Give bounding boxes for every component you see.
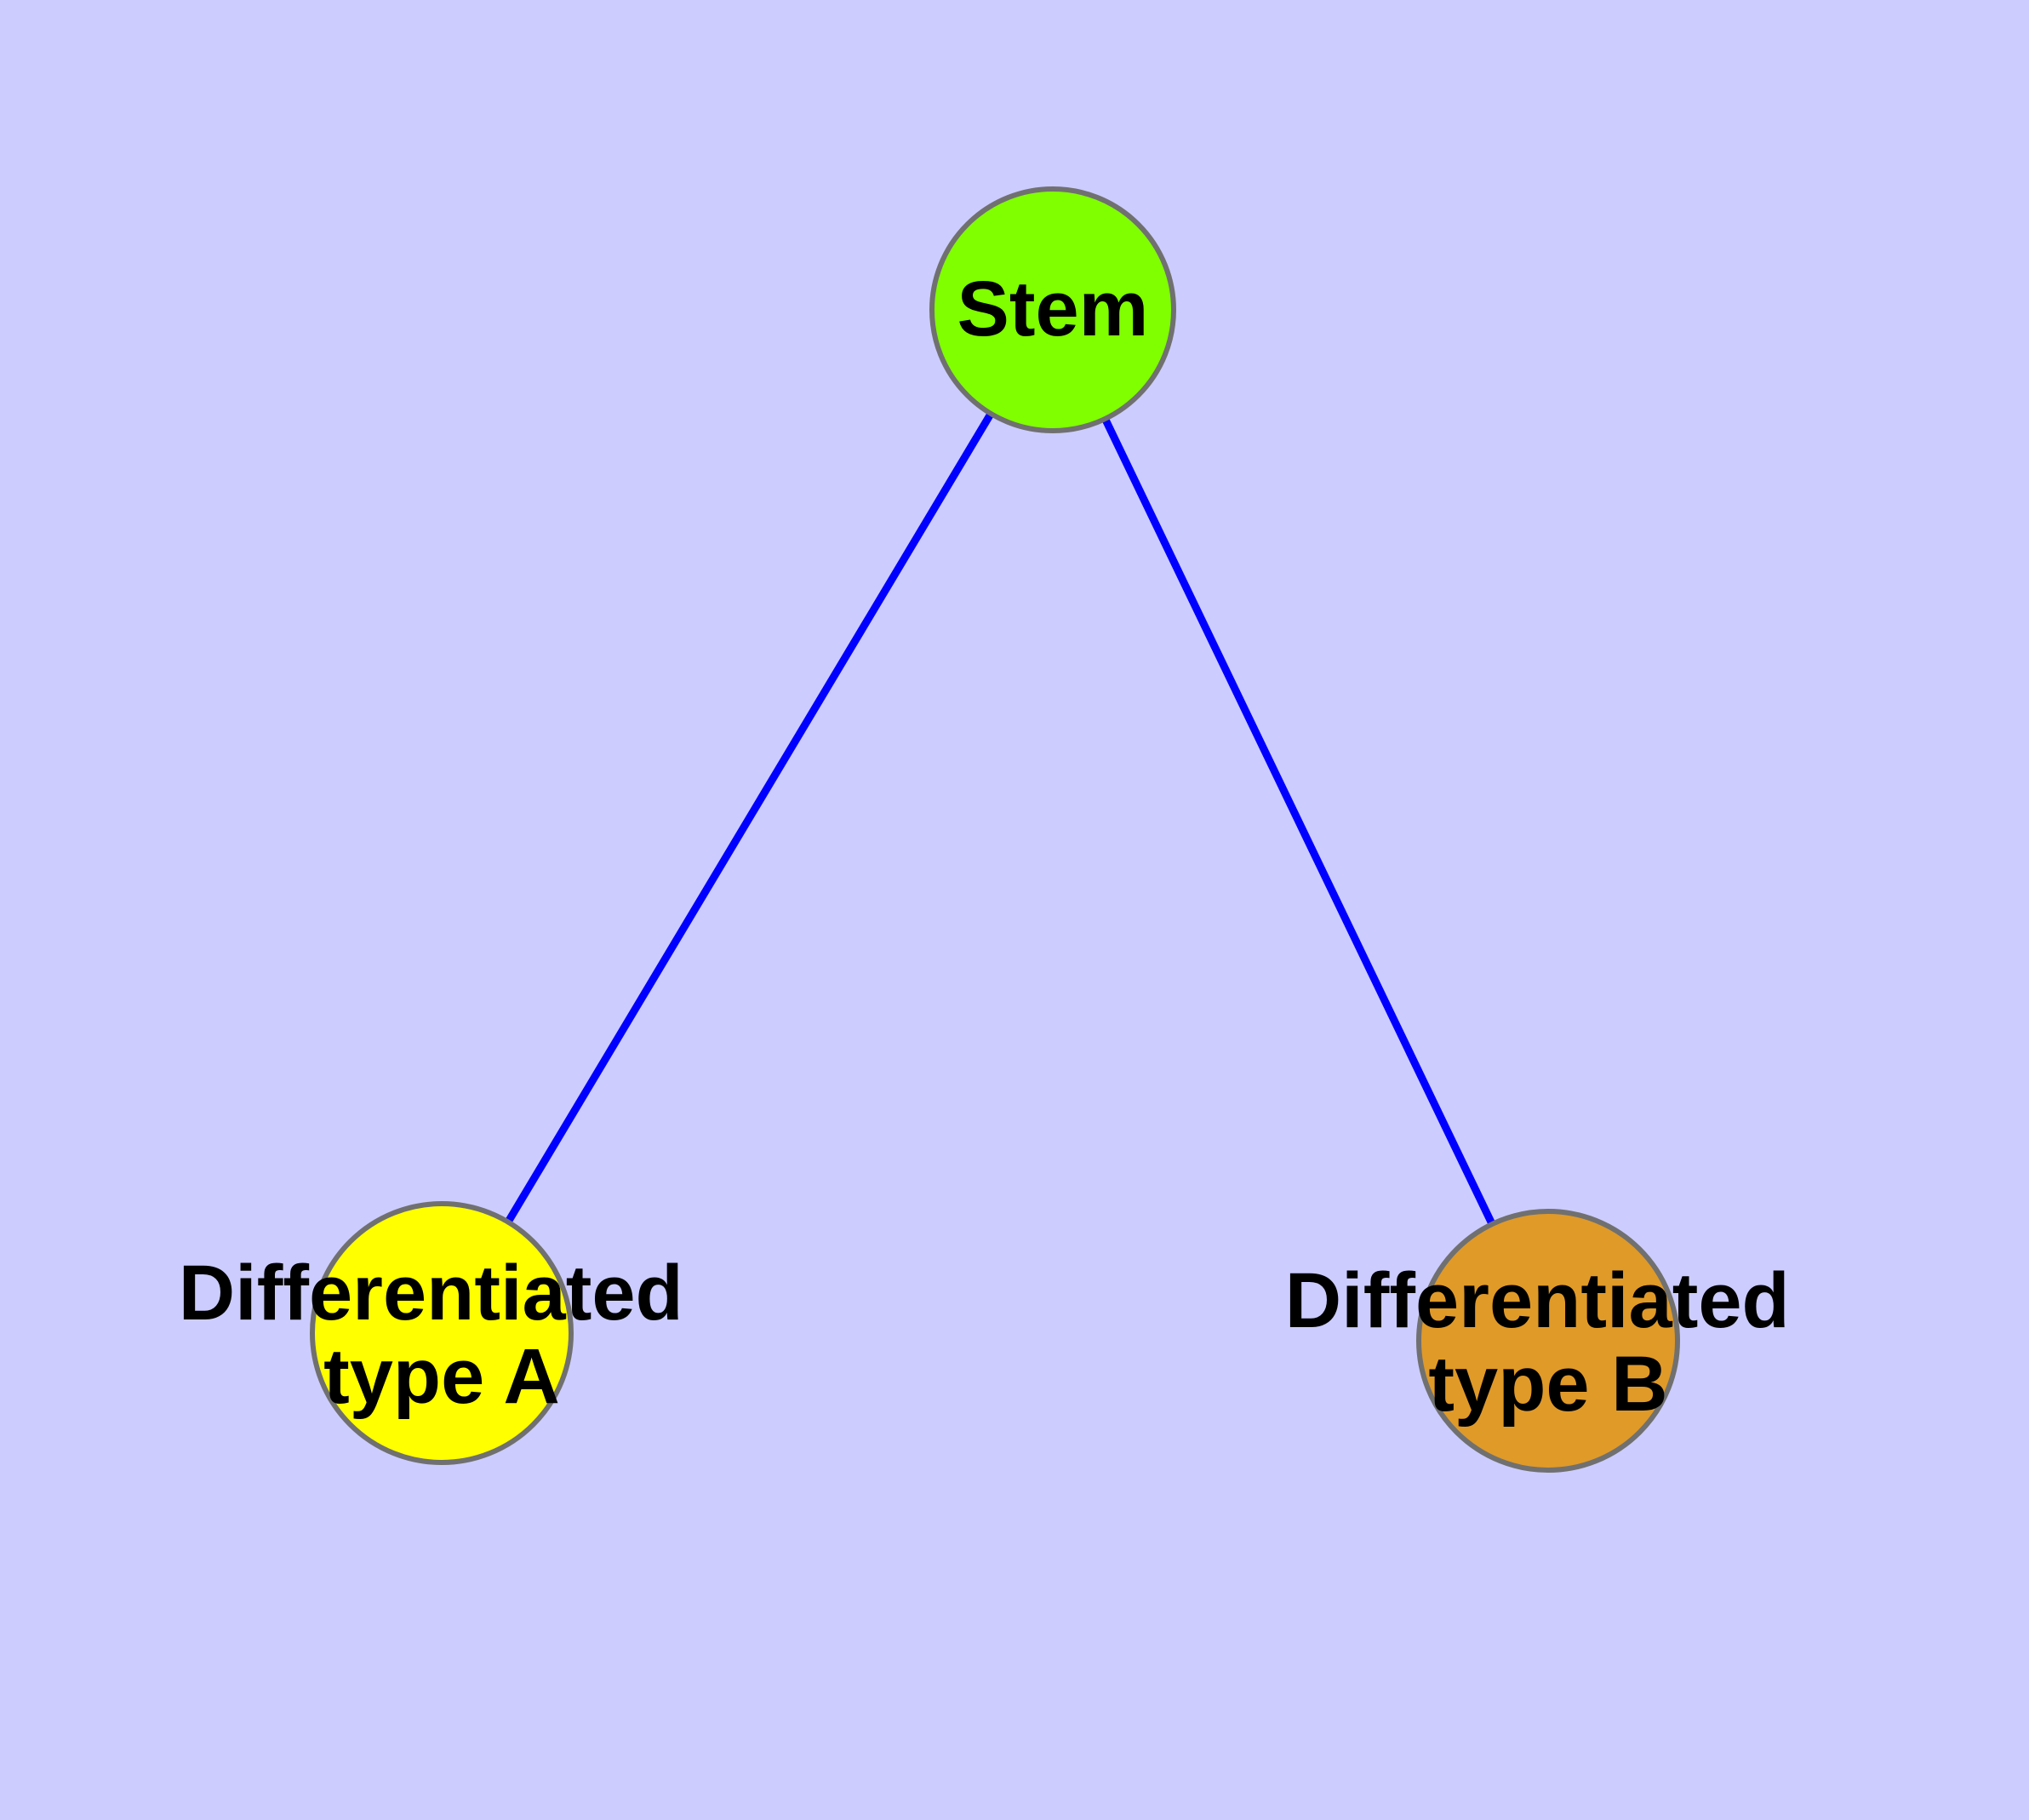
node-differentiated-type-b-circle[interactable] [1416,1209,1680,1473]
node-differentiated-type-a-label-line-1: Differentiated [179,1250,683,1336]
node-stem-circle[interactable] [929,186,1176,433]
node-differentiated-type-a-label-line-2: type A [323,1333,560,1420]
node-stem-label: Stem [957,266,1149,352]
edge-layer [438,307,1552,1342]
node-differentiated-type-b-label-line-1: Differentiated [1285,1257,1790,1344]
node-differentiated-type-a-circle[interactable] [310,1201,574,1465]
node-stem-label-line-1: Stem [957,266,1149,352]
node-differentiated-type-a[interactable]: Differentiated type A [179,1201,706,1465]
node-differentiated-type-b-label: Differentiated type B [1285,1257,1812,1428]
node-stem[interactable]: Stem [929,186,1176,433]
edge-stem-to-differentiated-type-b[interactable] [1049,308,1552,1342]
node-differentiated-type-a-label: Differentiated type A [179,1250,706,1420]
node-differentiated-type-b-label-line-2: type B [1428,1341,1667,1428]
edge-stem-to-differentiated-type-a[interactable] [438,307,1056,1336]
node-differentiated-type-b[interactable]: Differentiated type B [1285,1209,1812,1473]
node-layer: Stem Differentiated type A Differentiate… [179,186,1812,1473]
